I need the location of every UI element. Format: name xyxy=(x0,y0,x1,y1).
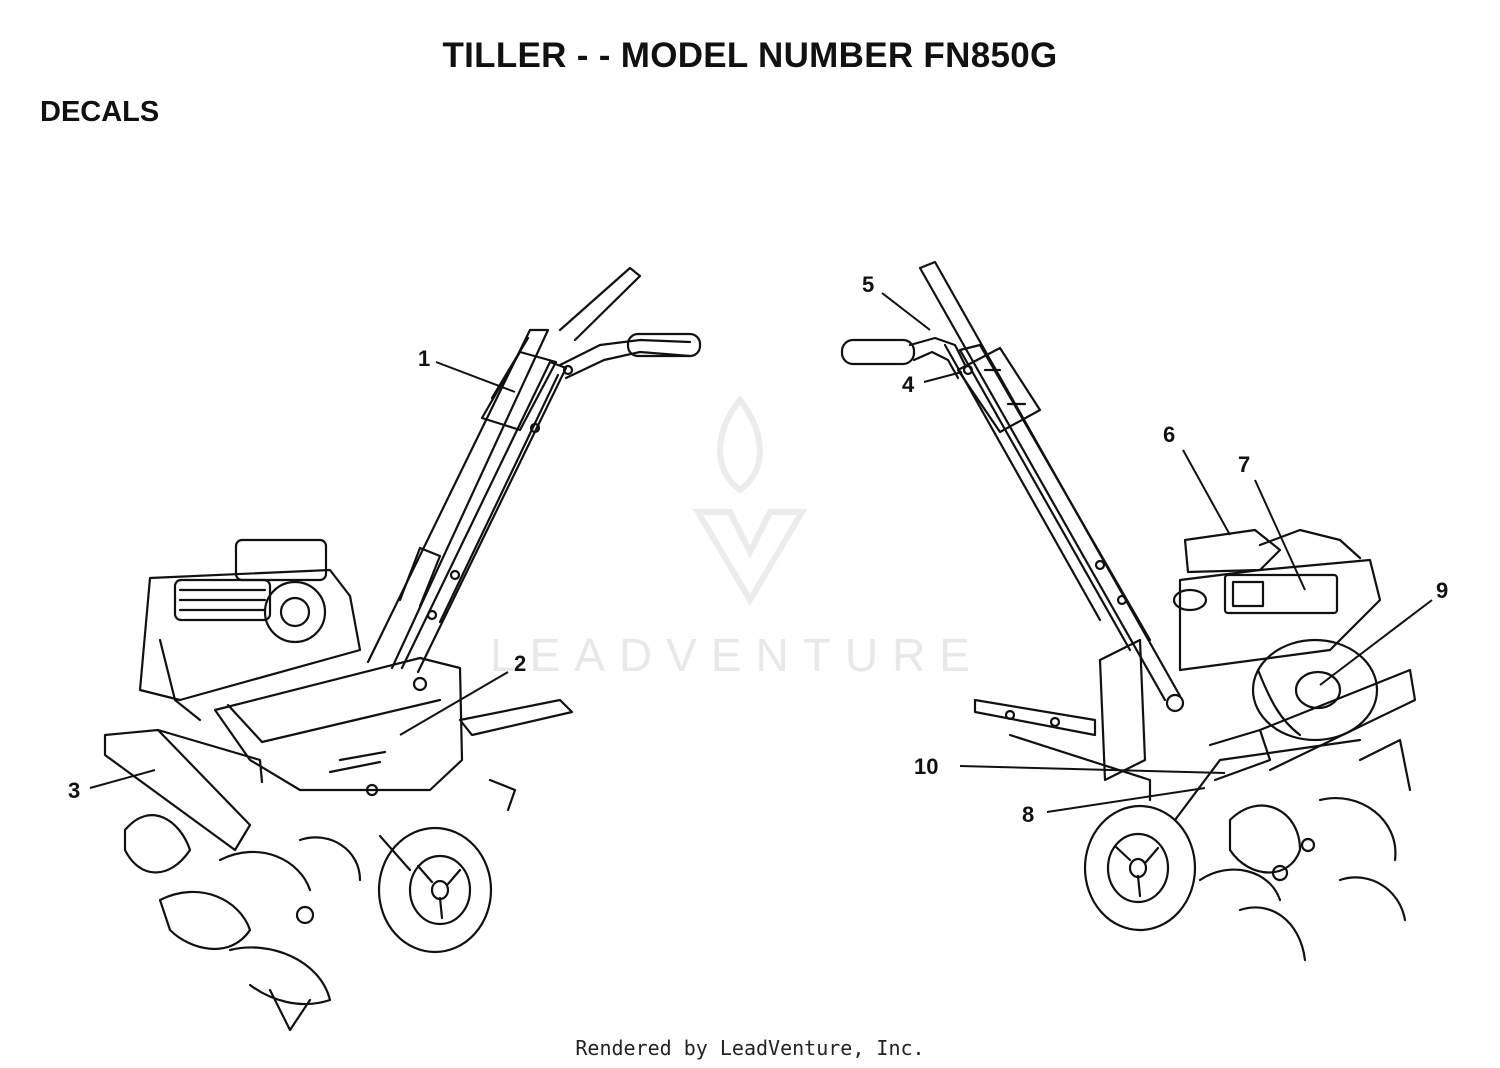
watermark-logo xyxy=(692,395,808,606)
diagram-title: TILLER - - MODEL NUMBER FN850G xyxy=(442,36,1058,75)
section-heading: DECALS xyxy=(40,96,160,128)
callout-4: 4 xyxy=(902,372,915,397)
watermark-text: LEADVENTURE xyxy=(490,629,984,681)
leader-lines xyxy=(89,292,1433,813)
callout-10: 10 xyxy=(914,754,938,779)
footer-credit: Rendered by LeadVenture, Inc. xyxy=(575,1036,925,1060)
callout-5: 5 xyxy=(862,272,874,297)
callout-6: 6 xyxy=(1163,422,1175,447)
callout-2: 2 xyxy=(514,651,526,676)
callout-8: 8 xyxy=(1022,802,1034,827)
callout-7: 7 xyxy=(1238,452,1250,477)
callout-1: 1 xyxy=(418,346,430,371)
tiller-left-view xyxy=(103,266,702,1032)
tiller-right-view xyxy=(840,260,1417,962)
callout-3: 3 xyxy=(68,778,80,803)
callout-9: 9 xyxy=(1436,578,1448,603)
